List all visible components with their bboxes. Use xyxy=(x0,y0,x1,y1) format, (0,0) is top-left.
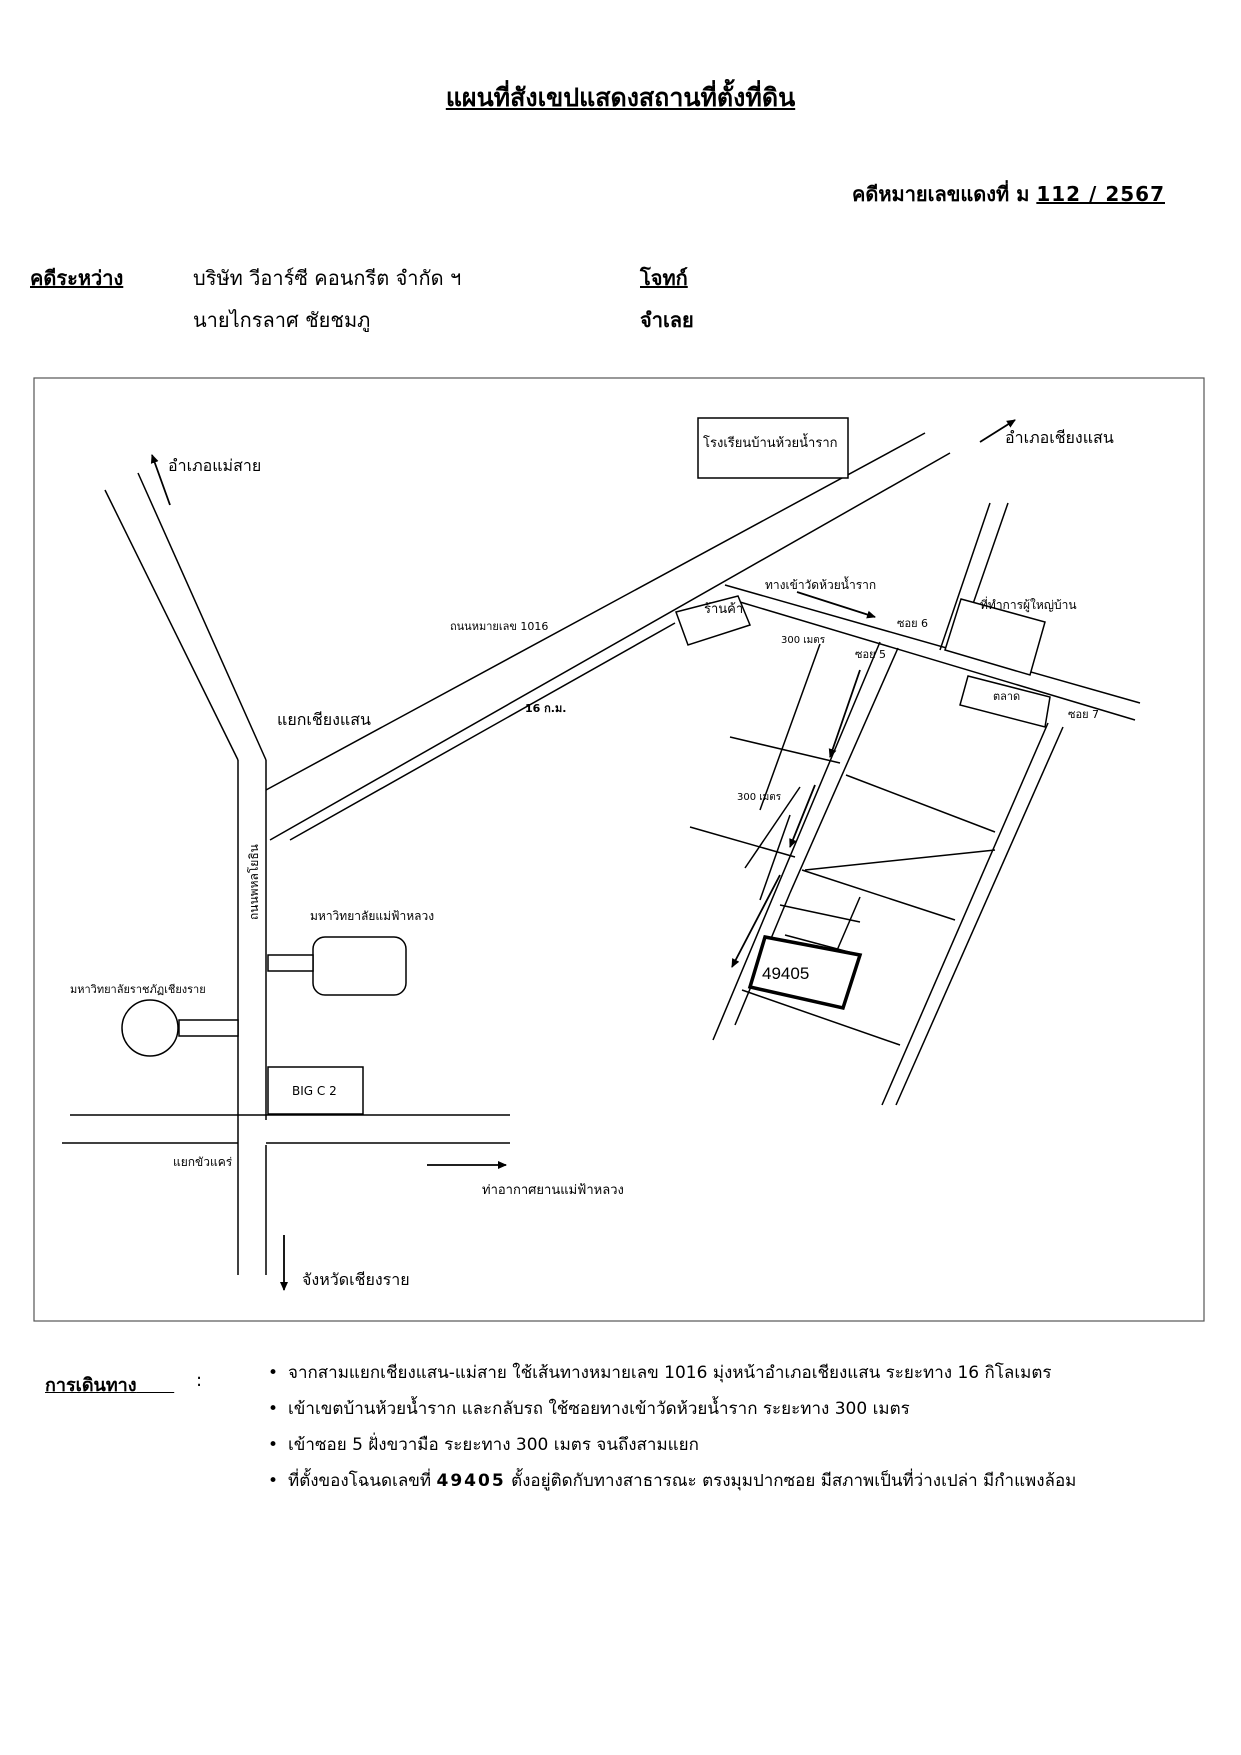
label-300m-a: 300 เมตร xyxy=(781,635,826,646)
label-300m-b: 300 เมตร xyxy=(737,792,782,803)
arrows xyxy=(150,419,1016,1291)
label-school: โรงเรียนบ้านห้วยน้ำราก xyxy=(703,433,838,451)
location-map: อำเภอแม่สาย อำเภอเชียงแสน โรงเรียนบ้านห้… xyxy=(33,377,1205,1322)
label-soi-5: ซอย 5 xyxy=(855,648,886,661)
label-junction-chiang-saen: แยกเชียงแสน xyxy=(277,710,371,729)
crru-circle xyxy=(121,999,179,1057)
shop-box xyxy=(675,595,752,646)
page-title: แผนที่สังเขปแสดงสถานที่ตั้งที่ดิน xyxy=(445,83,796,112)
directions-colon: : xyxy=(196,1370,203,1391)
plaintiff-role: โจทก์ xyxy=(640,266,688,290)
direction-step-4-prefix: ที่ตั้งของโฉนดเลขที่ xyxy=(288,1471,432,1491)
label-soi-7: ซอย 7 xyxy=(1068,708,1099,721)
roads xyxy=(62,432,1141,1275)
direction-step-4-suffix: ตั้งอยู่ติดกับทางสาธารณะ ตรงมุมปากซอย มี… xyxy=(511,1471,1077,1491)
direction-step-4: ที่ตั้งของโฉนดเลขที่ 49405 ตั้งอยู่ติดกั… xyxy=(268,1463,1076,1499)
parties-heading: คดีระหว่าง xyxy=(30,266,124,290)
market-box xyxy=(959,675,1051,728)
label-temple-entrance: ทางเข้าวัดห้วยน้ำราก xyxy=(765,576,876,592)
arrow-plot xyxy=(731,874,781,968)
label-crru: มหาวิทยาลัยราชภัฏเชียงราย xyxy=(70,983,206,996)
label-mae-sai: อำเภอแม่สาย xyxy=(168,456,261,475)
school-box xyxy=(697,417,849,479)
plot-49405 xyxy=(747,934,863,1011)
label-road-1016: ถนนหมายเลข 1016 xyxy=(450,620,548,633)
label-soi-6: ซอย 6 xyxy=(897,617,928,630)
label-province: จังหวัดเชียงราย xyxy=(302,1270,410,1289)
case-number: คดีหมายเลขแดงที่ ม 112 / 2567 xyxy=(852,178,1165,210)
defendant-role: จำเลย xyxy=(640,308,694,332)
arrow-soi5 xyxy=(828,669,861,758)
label-16km: 16 ก.ม. xyxy=(525,702,566,715)
label-chiang-saen-district: อำเภอเชียงแสน xyxy=(1005,428,1114,447)
plaintiff-name: บริษัท วีอาร์ซี คอนกรีต จำกัด ฯ xyxy=(193,266,462,290)
label-shop: ร้านค้า xyxy=(704,602,743,617)
directions-heading: การเดินทาง xyxy=(45,1375,137,1396)
deed-number: 49405 xyxy=(436,1471,506,1491)
case-label: คดีหมายเลขแดงที่ ม xyxy=(851,182,1030,206)
headman-box xyxy=(944,598,1046,676)
arrow-mae-sai xyxy=(150,454,171,506)
label-plot-49405: 49405 xyxy=(762,964,809,983)
directions-list: จากสามแยกเชียงแสน-แม่สาย ใช้เส้นทางหมายเ… xyxy=(268,1355,1076,1499)
mfu-box xyxy=(312,936,407,996)
label-bigc: BIG C 2 xyxy=(292,1084,337,1098)
label-airport: ท่าอากาศยานแม่ฟ้าหลวง xyxy=(482,1183,624,1198)
label-junction-bua-kae: แยกขัวแคร่ xyxy=(173,1155,233,1169)
label-headman-office: ที่ทำการผู้ใหญ่บ้าน xyxy=(980,596,1077,613)
bigc-box xyxy=(267,1066,364,1115)
label-market: ตลาด xyxy=(993,690,1020,703)
map-labels: อำเภอแม่สาย อำเภอเชียงแสน โรงเรียนบ้านห้… xyxy=(70,428,1114,1289)
mfu-connector xyxy=(267,954,314,972)
arrow-temple xyxy=(796,591,876,619)
arrow-chiang-saen xyxy=(979,419,1016,443)
direction-step-2: เข้าเขตบ้านห้วยน้ำราก และกลับรถ ใช้ซอยทา… xyxy=(268,1391,1076,1427)
map-frame xyxy=(33,377,1205,1322)
crru-connector xyxy=(178,1019,239,1037)
label-mfu: มหาวิทยาลัยแม่ฟ้าหลวง xyxy=(310,909,434,923)
arrow-300 xyxy=(789,784,816,848)
label-phahonyothin: ถนนพหลโยธิน xyxy=(247,844,261,920)
direction-step-3: เข้าซอย 5 ฝั่งขวามือ ระยะทาง 300 เมตร จน… xyxy=(268,1427,1076,1463)
case-number-value: 112 / 2567 xyxy=(1036,182,1165,206)
direction-step-1: จากสามแยกเชียงแสน-แม่สาย ใช้เส้นทางหมายเ… xyxy=(268,1355,1076,1391)
defendant-name: นายไกรลาศ ชัยชมภู xyxy=(193,308,371,332)
buildings xyxy=(121,417,1051,1115)
